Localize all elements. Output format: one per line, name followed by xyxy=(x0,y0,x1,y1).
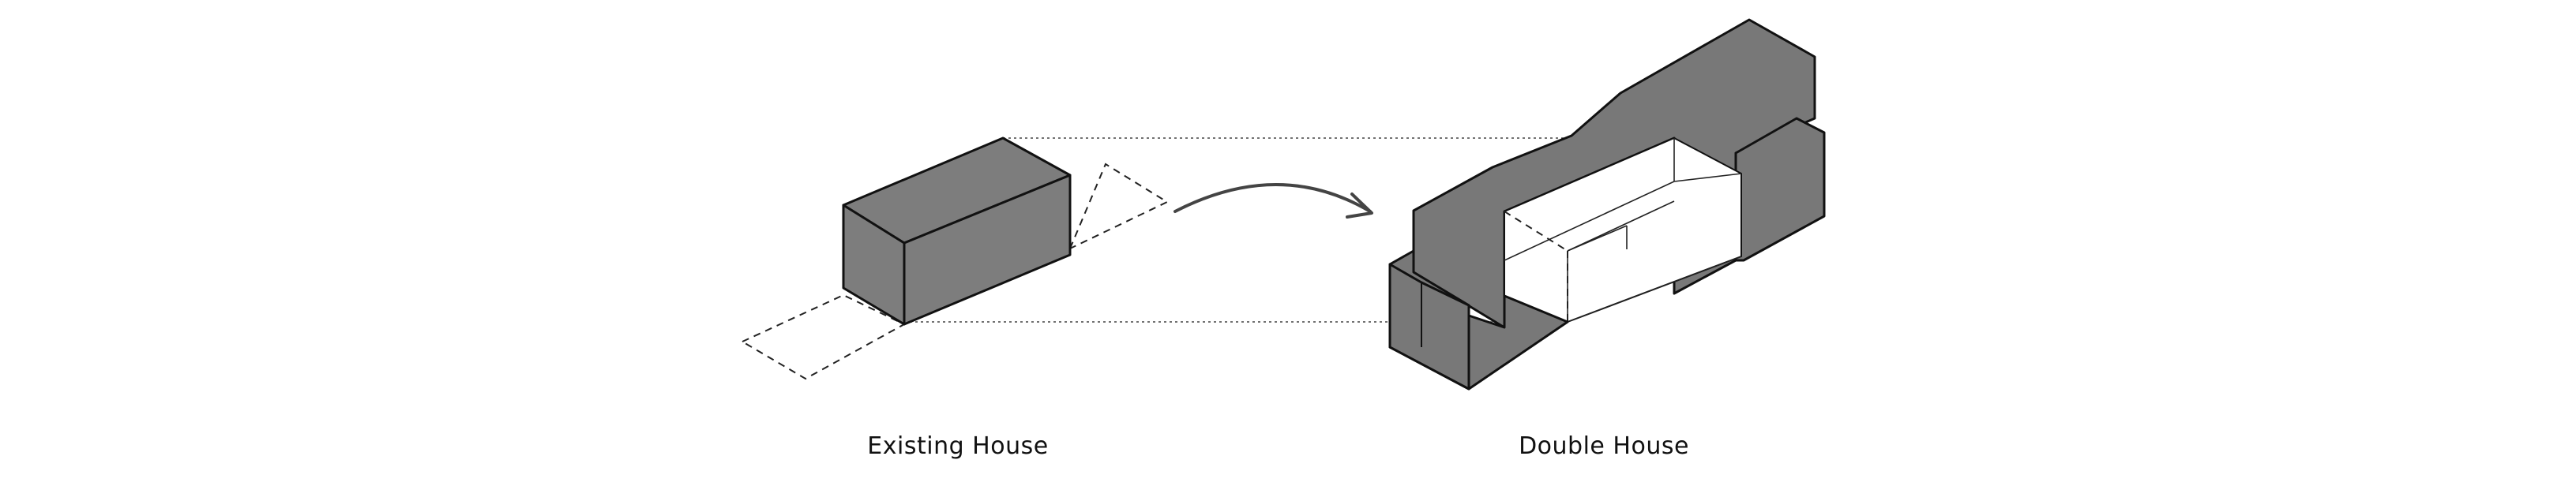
existing-house-side-face xyxy=(903,174,1072,326)
void-line-1 xyxy=(1504,181,1675,261)
courtyard-inner-lines xyxy=(1504,138,1742,323)
existing-house-volume xyxy=(740,136,1170,380)
void-line-4 xyxy=(1567,200,1675,252)
existing-house-caption: Existing House xyxy=(867,432,1049,460)
arrow-curve xyxy=(1173,183,1372,213)
double-house-front-step xyxy=(1388,263,1470,391)
void-line-8 xyxy=(1567,256,1742,323)
arrow-head xyxy=(1346,193,1373,219)
double-house-volume xyxy=(1388,18,1826,391)
void-line-5 xyxy=(1567,225,1628,252)
existing-house-footprint-back xyxy=(1068,163,1170,251)
void-line-3 xyxy=(1673,173,1742,182)
double-house-caption: Double House xyxy=(1519,432,1689,460)
transformation-arrow xyxy=(1173,183,1373,219)
double-house-right-wing xyxy=(1734,117,1826,262)
